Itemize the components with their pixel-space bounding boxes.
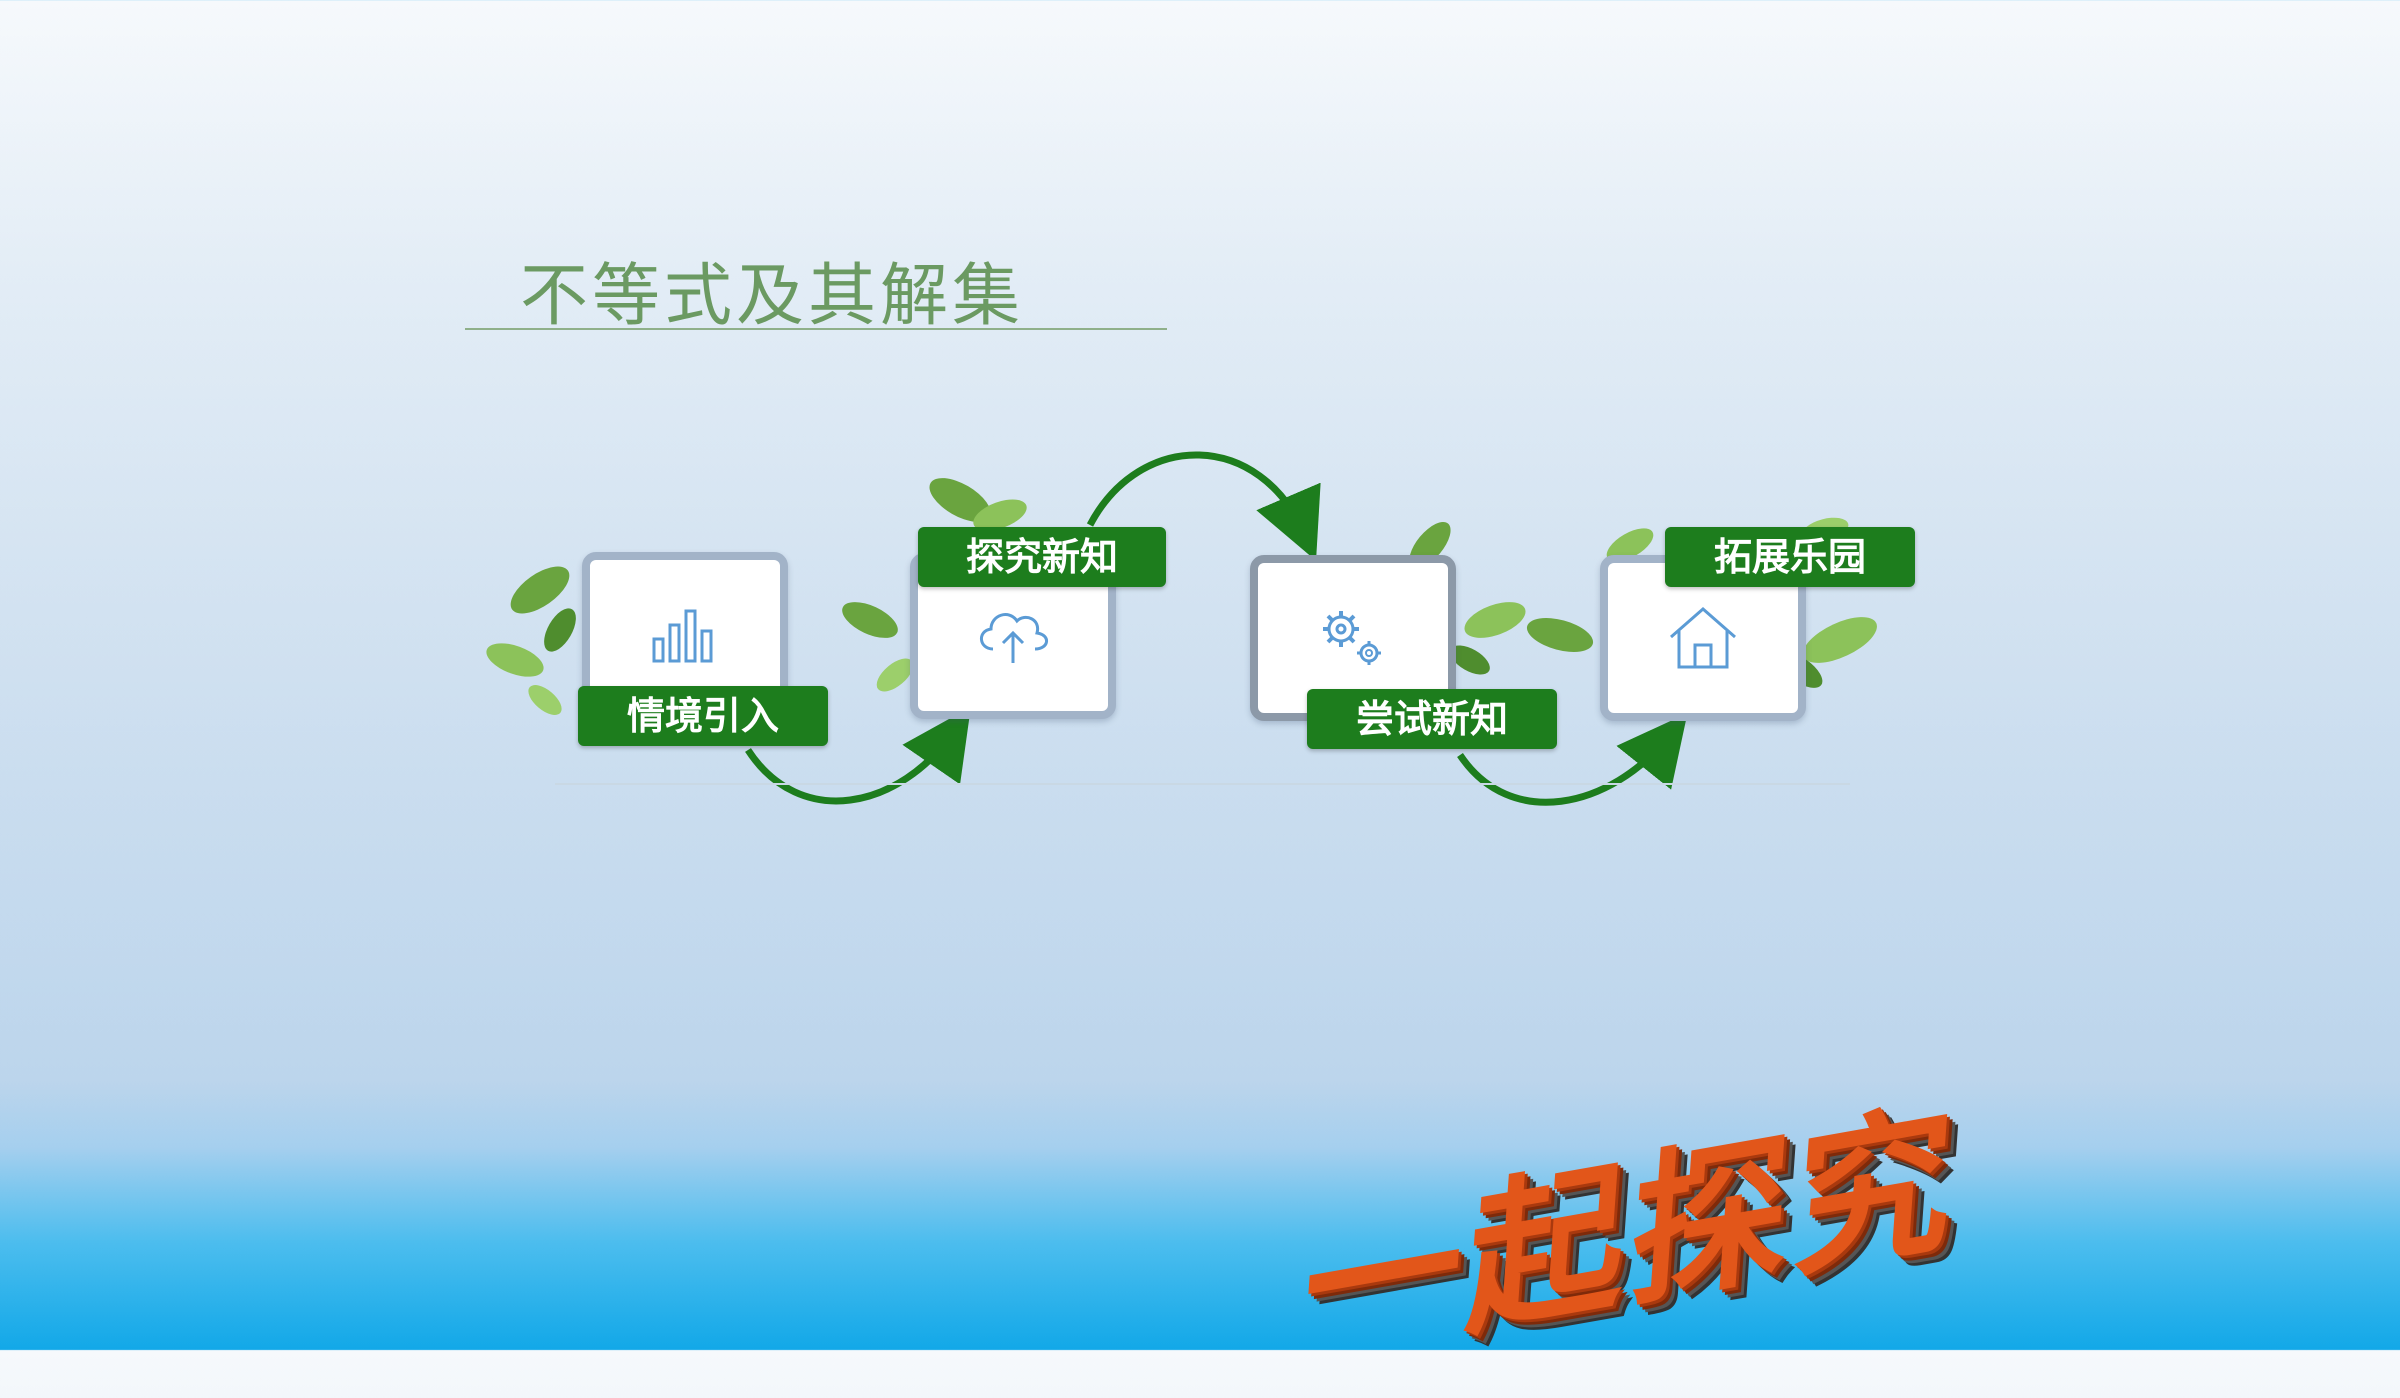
arrow-1-to-2 — [745, 706, 971, 805]
step-label-1[interactable]: 情境引入 — [578, 686, 828, 746]
leaf-cluster-1 — [486, 566, 576, 715]
arrow-3-to-4 — [1457, 713, 1688, 806]
baseline-divider — [555, 783, 1850, 785]
step-label-2[interactable]: 探究新知 — [918, 527, 1166, 587]
page-title: 不等式及其解集 — [520, 257, 1025, 336]
leaf-cluster-2 — [842, 478, 1027, 692]
home-icon — [1665, 603, 1741, 673]
gears-icon — [1313, 603, 1393, 673]
arrow-2-to-3 — [1086, 451, 1321, 561]
cloud-upload-icon — [973, 603, 1053, 669]
title-divider — [465, 328, 1167, 330]
step-label-4[interactable]: 拓展乐园 — [1665, 527, 1915, 587]
step-label-3[interactable]: 尝试新知 — [1307, 689, 1557, 749]
bar-chart-icon — [650, 605, 720, 665]
decoration-layer — [486, 451, 1877, 806]
